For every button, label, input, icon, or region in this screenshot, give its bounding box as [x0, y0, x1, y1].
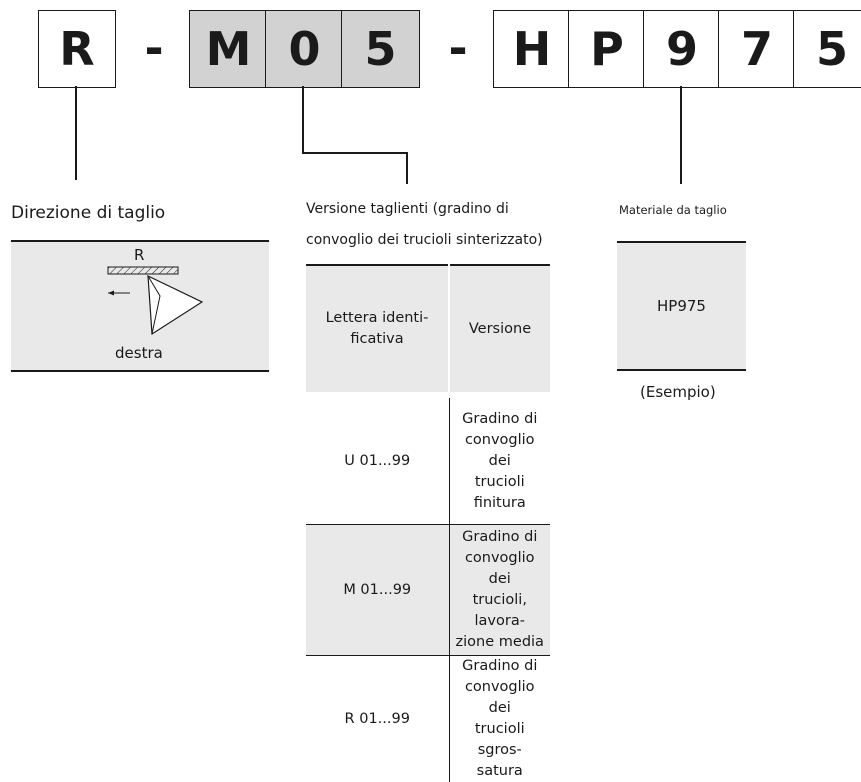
code-box-version-letter: M	[189, 10, 268, 88]
code-box-direction: R	[38, 10, 116, 88]
code-box-material-3: 9	[643, 10, 721, 88]
code-char: 7	[741, 22, 773, 76]
connector-material	[680, 86, 682, 184]
code-dash: -	[438, 10, 478, 86]
header-letter: Lettera identi- ficativa	[306, 265, 449, 395]
row-code: M 01...99	[306, 525, 449, 656]
code-box-material-4: 7	[718, 10, 796, 88]
connector-direction	[75, 86, 77, 180]
code-char: 0	[288, 22, 320, 76]
version-table: Lettera identi- ficativa Versione U 01..…	[306, 264, 550, 782]
material-note: (Esempio)	[640, 383, 716, 401]
code-dash: -	[134, 10, 174, 86]
direction-title: Direzione di taglio	[11, 203, 165, 223]
code-char: 5	[816, 22, 848, 76]
code-char: M	[206, 22, 252, 76]
row-desc: Gradino di convoglio dei trucioli finitu…	[449, 395, 550, 525]
table-row: R 01...99 Gradino di convoglio dei truci…	[306, 656, 550, 782]
material-panel: HP975	[617, 243, 746, 369]
code-char: 9	[666, 22, 698, 76]
code-box-version-digit-2: 5	[341, 10, 420, 88]
code-char: R	[59, 22, 94, 76]
code-char: P	[590, 22, 624, 76]
code-box-material-2: P	[568, 10, 646, 88]
row-desc: Gradino di convoglio dei trucioli, lavor…	[449, 525, 550, 656]
insert-illustration	[100, 262, 210, 340]
material-title: Materiale da taglio	[619, 203, 727, 217]
material-value: HP975	[657, 297, 706, 315]
direction-bottom-rule	[11, 370, 269, 372]
code-box-material-5: 5	[793, 10, 861, 88]
direction-label: destra	[115, 344, 163, 362]
table-row: U 01...99 Gradino di convoglio dei truci…	[306, 395, 550, 525]
code-box-version-digit-1: 0	[265, 10, 344, 88]
row-desc: Gradino di convoglio dei trucioli sgros-…	[449, 656, 550, 782]
code-char: H	[513, 22, 552, 76]
table-row: M 01...99 Gradino di convoglio dei truci…	[306, 525, 550, 656]
row-code: R 01...99	[306, 656, 449, 782]
version-title-line2: convoglio dei trucioli sinterizzato)	[306, 232, 543, 248]
connector-version-c	[406, 152, 408, 184]
version-title-line1: Versione taglienti (gradino di	[306, 201, 509, 217]
row-code: U 01...99	[306, 395, 449, 525]
connector-version-b	[302, 152, 407, 154]
code-box-material-1: H	[493, 10, 571, 88]
material-bottom-rule	[617, 369, 746, 371]
header-version: Versione	[449, 265, 550, 395]
connector-version-a	[302, 86, 304, 153]
code-char: 5	[364, 22, 396, 76]
table-header-row: Lettera identi- ficativa Versione	[306, 265, 550, 395]
